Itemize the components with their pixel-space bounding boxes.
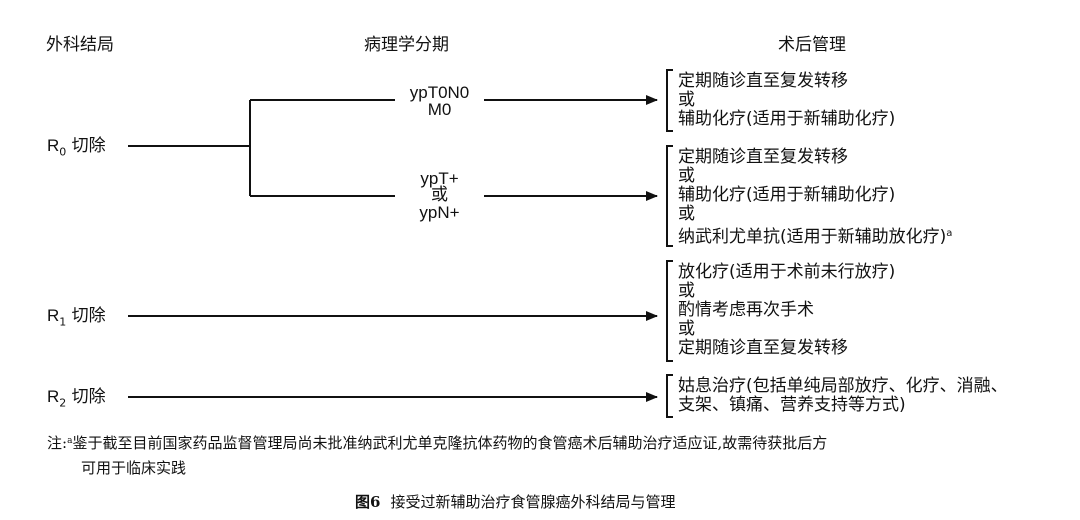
header-outcome: 外科结局 — [46, 35, 114, 55]
outcome-r1-sub: 1 — [59, 315, 67, 329]
outcome-r1: R1 切除 — [47, 306, 106, 331]
m2-line3: 辅助化疗(适用于新辅助化疗) — [678, 185, 896, 205]
outcome-r0-letter: R — [47, 136, 60, 155]
m1-line2: 或 — [678, 90, 695, 110]
outcome-r0-sub: 0 — [59, 145, 67, 159]
m3-line5: 定期随诊直至复发转移 — [678, 338, 848, 358]
bracket-m4 — [666, 374, 673, 418]
outcome-r2-sub: 2 — [59, 396, 67, 410]
m2-line4: 或 — [678, 204, 695, 224]
management-m4: 姑息治疗(包括单纯局部放疗、化疗、消融、 支架、镇痛、营养支持等方式) — [678, 377, 1008, 415]
m2-line5-wrap: 纳武利尤单抗(适用于新辅助放化疗)a — [678, 224, 953, 247]
bracket-m2 — [666, 145, 673, 247]
m3-line1: 放化疗(适用于术前未行放疗) — [678, 262, 896, 282]
m2-line5: 纳武利尤单抗(适用于新辅助放化疗) — [678, 227, 947, 247]
m3-line4: 或 — [678, 319, 695, 339]
m1-line1: 定期随诊直至复发转移 — [678, 71, 848, 91]
outcome-r0-label: 切除 — [66, 136, 106, 156]
m4-line1: 姑息治疗(包括单纯局部放疗、化疗、消融、 — [678, 376, 1008, 396]
stage-s1-line1: ypT0N0 — [409, 83, 470, 102]
m3-line2: 或 — [678, 281, 695, 301]
stage-s1: ypT0N0 M0 — [395, 84, 484, 118]
bracket-m1 — [666, 69, 673, 132]
management-m3: 放化疗(适用于术前未行放疗) 或 酌情考虑再次手术 或 定期随诊直至复发转移 — [678, 263, 895, 358]
outcome-r1-label: 切除 — [66, 306, 106, 326]
footnote-text1: 鉴于截至目前国家药品监督管理局尚未批准纳武利尤单克隆抗体药物的食管癌术后辅助治疗… — [72, 434, 828, 452]
header-staging: 病理学分期 — [364, 35, 449, 55]
stage-s2: ypT+ 或 ypN+ — [395, 170, 484, 221]
footnote-mark: a — [67, 436, 73, 446]
outcome-r0: R0 切除 — [47, 136, 106, 161]
outcome-r2: R2 切除 — [47, 387, 106, 412]
m2-footnote-mark: a — [946, 228, 953, 239]
m4-line2: 支架、镇痛、营养支持等方式) — [678, 395, 906, 415]
management-m2: 定期随诊直至复发转移 或 辅助化疗(适用于新辅助化疗) 或 纳武利尤单抗(适用于… — [678, 147, 953, 247]
m2-line2: 或 — [678, 166, 695, 186]
stage-s2-line1: ypT+ — [420, 169, 459, 188]
footnote-prefix: 注: — [47, 434, 68, 452]
caption-number: 图6 — [355, 493, 381, 511]
footnote-line2: 可用于临床实践 — [81, 459, 187, 477]
stage-s2-line2: 或 — [431, 185, 448, 205]
m1-line3: 辅助化疗(适用于新辅助化疗) — [678, 109, 896, 129]
management-m1: 定期随诊直至复发转移 或 辅助化疗(适用于新辅助化疗) — [678, 72, 895, 129]
figure-caption: 图6 接受过新辅助治疗食管腺癌外科结局与管理 — [355, 491, 675, 512]
bracket-m3 — [666, 260, 673, 362]
outcome-r2-letter: R — [47, 387, 60, 406]
m2-line1: 定期随诊直至复发转移 — [678, 147, 848, 167]
header-management: 术后管理 — [778, 35, 846, 55]
stage-s2-line3: ypN+ — [419, 203, 460, 222]
m3-line3: 酌情考虑再次手术 — [678, 300, 814, 320]
footnote-line1: 注:a鉴于截至目前国家药品监督管理局尚未批准纳武利尤单克隆抗体药物的食管癌术后辅… — [47, 429, 827, 456]
stage-s1-line2: M0 — [427, 100, 452, 119]
outcome-r2-label: 切除 — [66, 387, 106, 407]
footnote: 注:a鉴于截至目前国家药品监督管理局尚未批准纳武利尤单克隆抗体药物的食管癌术后辅… — [47, 429, 827, 481]
outcome-r1-letter: R — [47, 306, 60, 325]
caption-text: 接受过新辅助治疗食管腺癌外科结局与管理 — [390, 493, 676, 511]
